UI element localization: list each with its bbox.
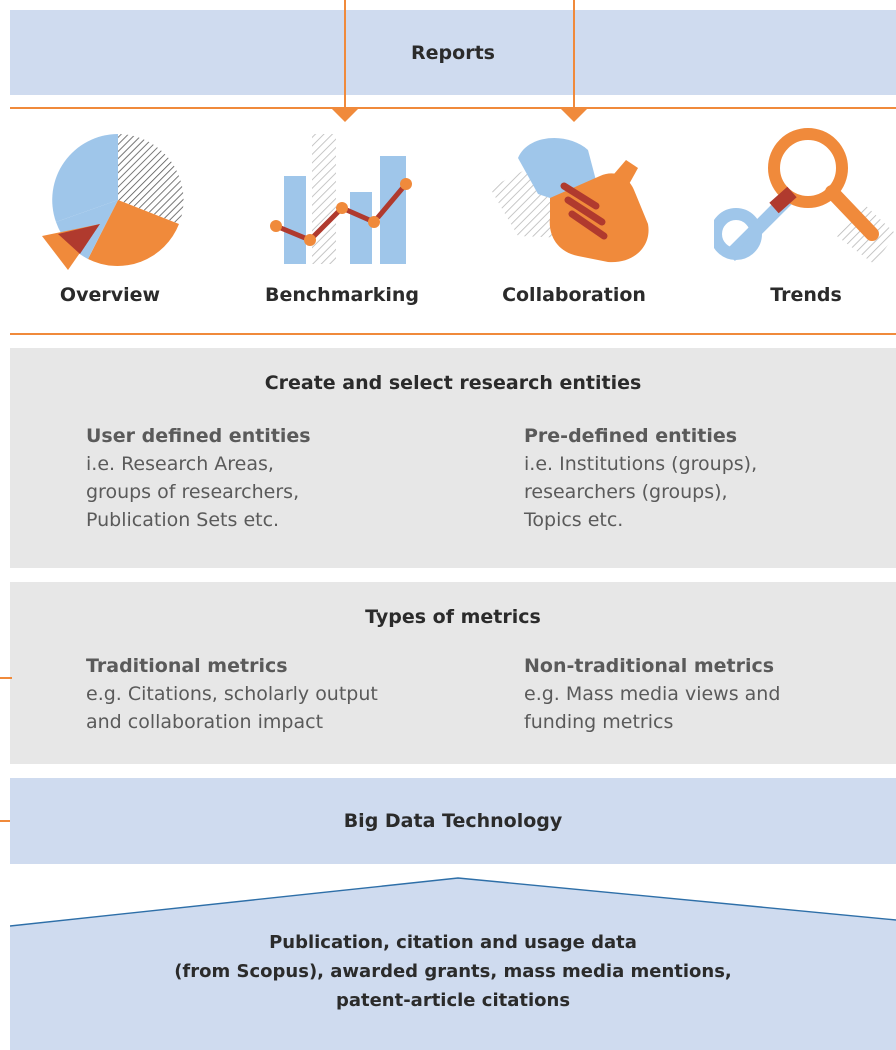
data-sources-line: patent-article citations xyxy=(335,990,571,1011)
pre-defined-line: i.e. Institutions (groups), xyxy=(524,453,758,475)
data-sources-base xyxy=(10,877,896,1050)
arrow-down-icon xyxy=(331,108,359,122)
bar-line-chart-icon xyxy=(270,134,412,264)
arrow-down-icon xyxy=(560,108,588,122)
connector-line-right xyxy=(573,0,575,112)
pre-defined-line: Topics etc. xyxy=(524,509,624,531)
user-defined-line: Publication Sets etc. xyxy=(86,509,280,531)
user-defined-heading: User defined entities xyxy=(86,425,311,447)
handshake-icon xyxy=(490,138,649,263)
entities-panel: Create and select research entities User… xyxy=(10,348,896,568)
metrics-panel: Types of metrics Traditional metrics e.g… xyxy=(10,582,896,764)
non-traditional-line: e.g. Mass media views and xyxy=(524,683,781,705)
traditional-line: e.g. Citations, scholarly output xyxy=(86,683,378,705)
overview-label: Overview xyxy=(59,284,161,306)
pie-chart-icon xyxy=(42,134,184,270)
pre-defined-entities: Pre-defined entities i.e. Institutions (… xyxy=(524,422,757,534)
traditional-metrics: Traditional metrics e.g. Citations, scho… xyxy=(86,652,378,736)
reports-band: Reports xyxy=(10,10,896,95)
pre-defined-line: researchers (groups), xyxy=(524,481,728,503)
trends-label: Trends xyxy=(770,284,842,306)
connector-line-left xyxy=(344,0,346,112)
data-sources-line: Publication, citation and usage data xyxy=(269,932,637,953)
big-data-title: Big Data Technology xyxy=(343,810,563,832)
collaboration-label: Collaboration xyxy=(502,284,646,306)
benchmarking-label: Benchmarking xyxy=(265,284,419,306)
big-data-band: Big Data Technology xyxy=(10,778,896,864)
non-traditional-metrics: Non-traditional metrics e.g. Mass media … xyxy=(524,652,780,736)
traditional-heading: Traditional metrics xyxy=(86,655,288,677)
user-defined-entities: User defined entities i.e. Research Area… xyxy=(86,422,311,534)
non-traditional-heading: Non-traditional metrics xyxy=(524,655,775,677)
reports-title: Reports xyxy=(411,41,495,64)
data-sources-line: (from Scopus), awarded grants, mass medi… xyxy=(174,961,732,982)
divider-top xyxy=(10,107,896,109)
magnifier-icon xyxy=(714,128,896,264)
non-traditional-line: funding metrics xyxy=(524,711,674,733)
pre-defined-heading: Pre-defined entities xyxy=(524,425,738,447)
traditional-line: and collaboration impact xyxy=(86,711,324,733)
metrics-title: Types of metrics xyxy=(365,606,541,628)
user-defined-line: i.e. Research Areas, xyxy=(86,453,274,475)
data-sources-text: Publication, citation and usage data (fr… xyxy=(10,928,896,1015)
entities-title: Create and select research entities xyxy=(264,372,642,394)
edge-tick xyxy=(0,820,12,822)
user-defined-line: groups of researchers, xyxy=(86,481,300,503)
edge-tick xyxy=(0,677,12,679)
divider-bottom xyxy=(10,333,896,335)
